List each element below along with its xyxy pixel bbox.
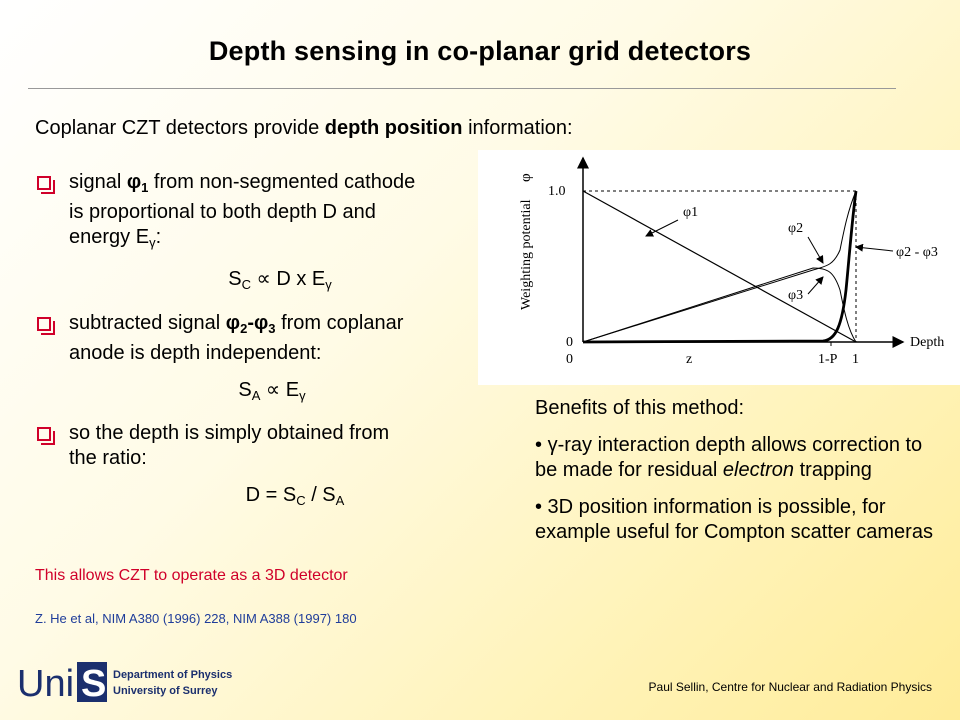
eq-part: D = S <box>245 484 297 507</box>
eq-part: ∝ D x E <box>250 267 326 290</box>
bullet-list: signal φ1 from non-segmented cathode is … <box>35 170 505 527</box>
checkbox-bullet-icon <box>37 176 55 194</box>
logo-line-1: Department of Physics <box>113 669 232 681</box>
bullet-item-2: subtracted signal φ2-φ3 from coplanar an… <box>35 311 505 366</box>
ytick-1: 1.0 <box>548 184 566 199</box>
logo-line-2: University of Surrey <box>113 685 218 697</box>
eq-part: S <box>228 267 242 290</box>
phi-symbol: φ <box>253 311 269 334</box>
label-phi2: φ2 <box>788 221 803 236</box>
subscript: 3 <box>268 320 276 336</box>
curve-phi2-minus-phi3 <box>582 190 858 344</box>
gamma-symbol: γ <box>547 434 558 456</box>
equation-d: D = SC / SA <box>35 483 505 513</box>
benefit-item-1: • γ-ray interaction depth allows correct… <box>535 433 945 483</box>
subscript: C <box>241 276 251 292</box>
phi-symbol: φ <box>225 311 241 334</box>
logo-s-letter: S <box>81 663 106 705</box>
emphasis: electron <box>722 459 795 481</box>
xtick-z: z <box>686 352 692 367</box>
equation-sc: SC ∝ D x Eγ <box>35 267 505 297</box>
phi2-minus-phi3-pointer <box>855 243 894 252</box>
text-span: trapping <box>794 459 872 481</box>
subscript: 2 <box>240 320 248 336</box>
weighting-potential-plot: 1.0 0 0 z 1-P 1 Depth φ1 φ2 φ3 φ2 - φ3 W… <box>478 150 960 385</box>
title-divider <box>28 88 896 89</box>
footer-credit: Paul Sellin, Centre for Nuclear and Radi… <box>648 680 932 694</box>
bullet-item-1: signal φ1 from non-segmented cathode is … <box>35 170 505 255</box>
equation-sa: SA ∝ Eγ <box>35 378 505 408</box>
label-phi1: φ1 <box>683 205 698 220</box>
bullet-line: anode is depth independent: <box>69 341 322 364</box>
label-phi3: φ3 <box>788 288 803 303</box>
phi2-pointer <box>807 236 824 264</box>
text-span: : <box>155 225 162 248</box>
eq-part: / S <box>305 484 336 507</box>
y-axis-symbol: φ <box>518 173 534 182</box>
x-axis-label: Depth <box>910 335 944 350</box>
curve-phi2 <box>582 190 857 343</box>
subscript: γ <box>325 276 332 292</box>
bullet-line: is proportional to both depth D and <box>69 200 376 223</box>
reference: Z. He et al, NIM A380 (1996) 228, NIM A3… <box>35 611 357 626</box>
university-logo: Uni S Department of Physics University o… <box>17 656 247 708</box>
subscript: A <box>251 387 261 403</box>
intro-pre: Coplanar CZT detectors provide <box>35 117 325 139</box>
subscript: 1 <box>141 179 149 195</box>
intro-text: Coplanar CZT detectors provide depth pos… <box>35 117 573 140</box>
benefits-heading: Benefits of this method: <box>535 397 745 419</box>
bullet-line: energy Eγ: <box>69 225 505 255</box>
xtick-1: 1 <box>852 352 859 367</box>
red-note: This allows CZT to operate as a 3D detec… <box>35 567 348 584</box>
checkbox-bullet-icon <box>37 316 55 335</box>
phi1-pointer <box>645 219 679 237</box>
subscript: γ <box>149 234 156 250</box>
curve-phi1 <box>582 190 857 343</box>
bullet-dot: • <box>535 434 548 456</box>
text-span: energy E <box>69 225 150 248</box>
logo-uni-text: Uni <box>17 663 74 705</box>
subscript: C <box>296 493 306 509</box>
xtick-0: 0 <box>566 352 573 367</box>
logo-s-block <box>77 662 107 702</box>
phi3-pointer <box>807 276 824 295</box>
benefit-item-2: • 3D position information is possible, f… <box>535 496 933 543</box>
text-span: from coplanar <box>275 311 404 334</box>
eq-part: S <box>238 378 252 401</box>
eq-part: ∝ E <box>260 378 300 401</box>
bullet-line: subtracted signal φ2-φ3 from coplanar <box>69 311 505 341</box>
bullet-line: signal φ1 from non-segmented cathode <box>69 170 505 200</box>
subscript: γ <box>299 387 306 403</box>
intro-post: information: <box>462 117 573 139</box>
intro-bold: depth position <box>324 117 463 139</box>
phi-symbol: φ <box>126 171 142 193</box>
xtick-1-p: 1-P <box>818 352 838 367</box>
minus-sign: - <box>247 311 254 334</box>
label-phi2-minus-phi3: φ2 - φ3 <box>896 245 938 260</box>
text-span: from non-segmented cathode <box>148 171 416 193</box>
subscript: A <box>335 493 345 509</box>
slide-title: Depth sensing in co-planar grid detector… <box>208 36 752 66</box>
y-axis-label: Weighting potential <box>519 199 534 310</box>
curve-phi3 <box>582 267 857 343</box>
plot-svg: 1.0 0 0 z 1-P 1 Depth φ1 φ2 φ3 φ2 - φ3 W… <box>518 156 944 367</box>
text-span: -ray interaction depth allows correction… <box>535 434 923 481</box>
ytick-0: 0 <box>566 335 573 350</box>
y-axis-label-group: Weighting potential φ <box>518 173 534 310</box>
text-span: signal <box>69 171 127 193</box>
unis-logo-icon: Uni S Department of Physics University o… <box>17 662 232 705</box>
bullet-item-3: so the depth is simply obtained from the… <box>35 421 505 471</box>
text-span: subtracted signal <box>69 311 226 334</box>
checkbox-bullet-icon <box>37 427 55 446</box>
bullet-line: the ratio: <box>69 447 147 470</box>
benefits-panel: Benefits of this method: • γ-ray interac… <box>535 396 945 557</box>
bullet-line: so the depth is simply obtained from <box>69 422 390 445</box>
